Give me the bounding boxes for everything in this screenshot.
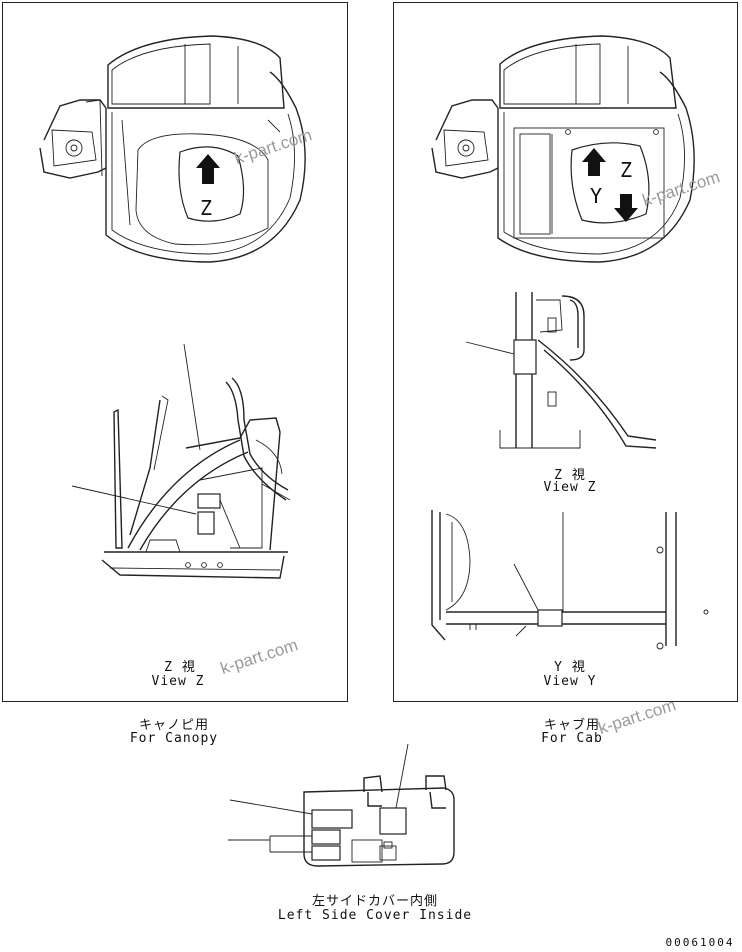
canopy-caption-en: For Canopy: [129, 731, 219, 746]
part-code: 00061004: [665, 936, 735, 949]
canopy-view-z-drawing: [71, 343, 291, 579]
cab-panel: [393, 2, 738, 702]
arrow-down-icon: [614, 194, 638, 222]
cab-view-y-en: View Y: [543, 674, 597, 689]
side-cover-caption-en: Left Side Cover Inside: [277, 908, 473, 923]
cab-top-view-y-marker: Y: [590, 184, 603, 208]
side-cover-drawing: [228, 743, 455, 867]
arrow-up-icon: [582, 148, 606, 176]
arrow-up-icon: [196, 154, 220, 184]
cab-top-view: [431, 35, 695, 263]
cab-top-view-z-marker: Z: [620, 158, 633, 182]
cab-caption-en: For Cab: [541, 731, 603, 746]
cab-view-y-drawing: [431, 510, 709, 650]
side-cover-caption-jp: 左サイドカバー内側: [311, 894, 438, 909]
canopy-top-view: [39, 35, 306, 263]
canopy-panel: [2, 2, 348, 702]
cab-view-z-en: View Z: [543, 480, 597, 495]
cab-view-z-jp: Z 視: [554, 468, 586, 483]
canopy-top-view-z-marker: Z: [200, 196, 213, 220]
cab-view-z-drawing: [465, 292, 657, 449]
canopy-caption-jp: キャノピ用: [138, 718, 209, 733]
canopy-view-z-en: View Z: [151, 674, 205, 689]
canopy-view-z-jp: Z 視: [164, 660, 196, 675]
cab-view-y-jp: Y 視: [554, 660, 586, 675]
cab-caption-jp: キャブ用: [543, 718, 600, 733]
